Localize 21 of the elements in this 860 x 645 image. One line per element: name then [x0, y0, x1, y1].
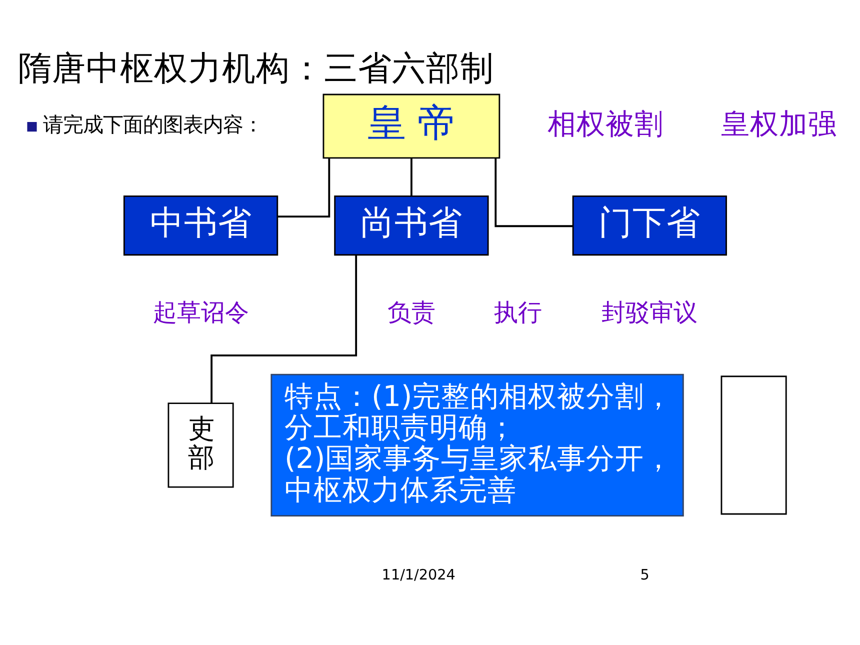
connector	[494, 158, 573, 228]
label: 5	[640, 567, 650, 584]
node-label: 负责	[387, 298, 436, 327]
node-label: 执行	[494, 298, 542, 327]
connector	[210, 255, 358, 403]
connector	[410, 158, 412, 196]
node-box	[720, 376, 787, 515]
label: 11/1/2024	[382, 567, 456, 584]
label: 皇权加强	[720, 106, 837, 141]
node-label: 起草诏令	[152, 298, 249, 327]
node-box: 门下省	[572, 196, 727, 256]
node-box: 特点：(1)完整的相权被分割，分工和职责明确； (2)国家事务与皇家私事分开，中枢权力体系完善	[270, 374, 684, 517]
node-box: 尚书省	[334, 196, 489, 256]
connector	[278, 158, 330, 218]
diagram-title: 隋唐中枢权力机构：三省六部制	[18, 48, 494, 88]
node-box: 吏部	[168, 402, 234, 488]
label: 请完成下面的图表内容：	[42, 112, 263, 137]
node-box: 皇 帝	[322, 94, 500, 159]
node-box: 中书省	[123, 196, 278, 256]
label: 相权被割	[547, 106, 664, 141]
node-label: 封驳审议	[602, 298, 698, 327]
